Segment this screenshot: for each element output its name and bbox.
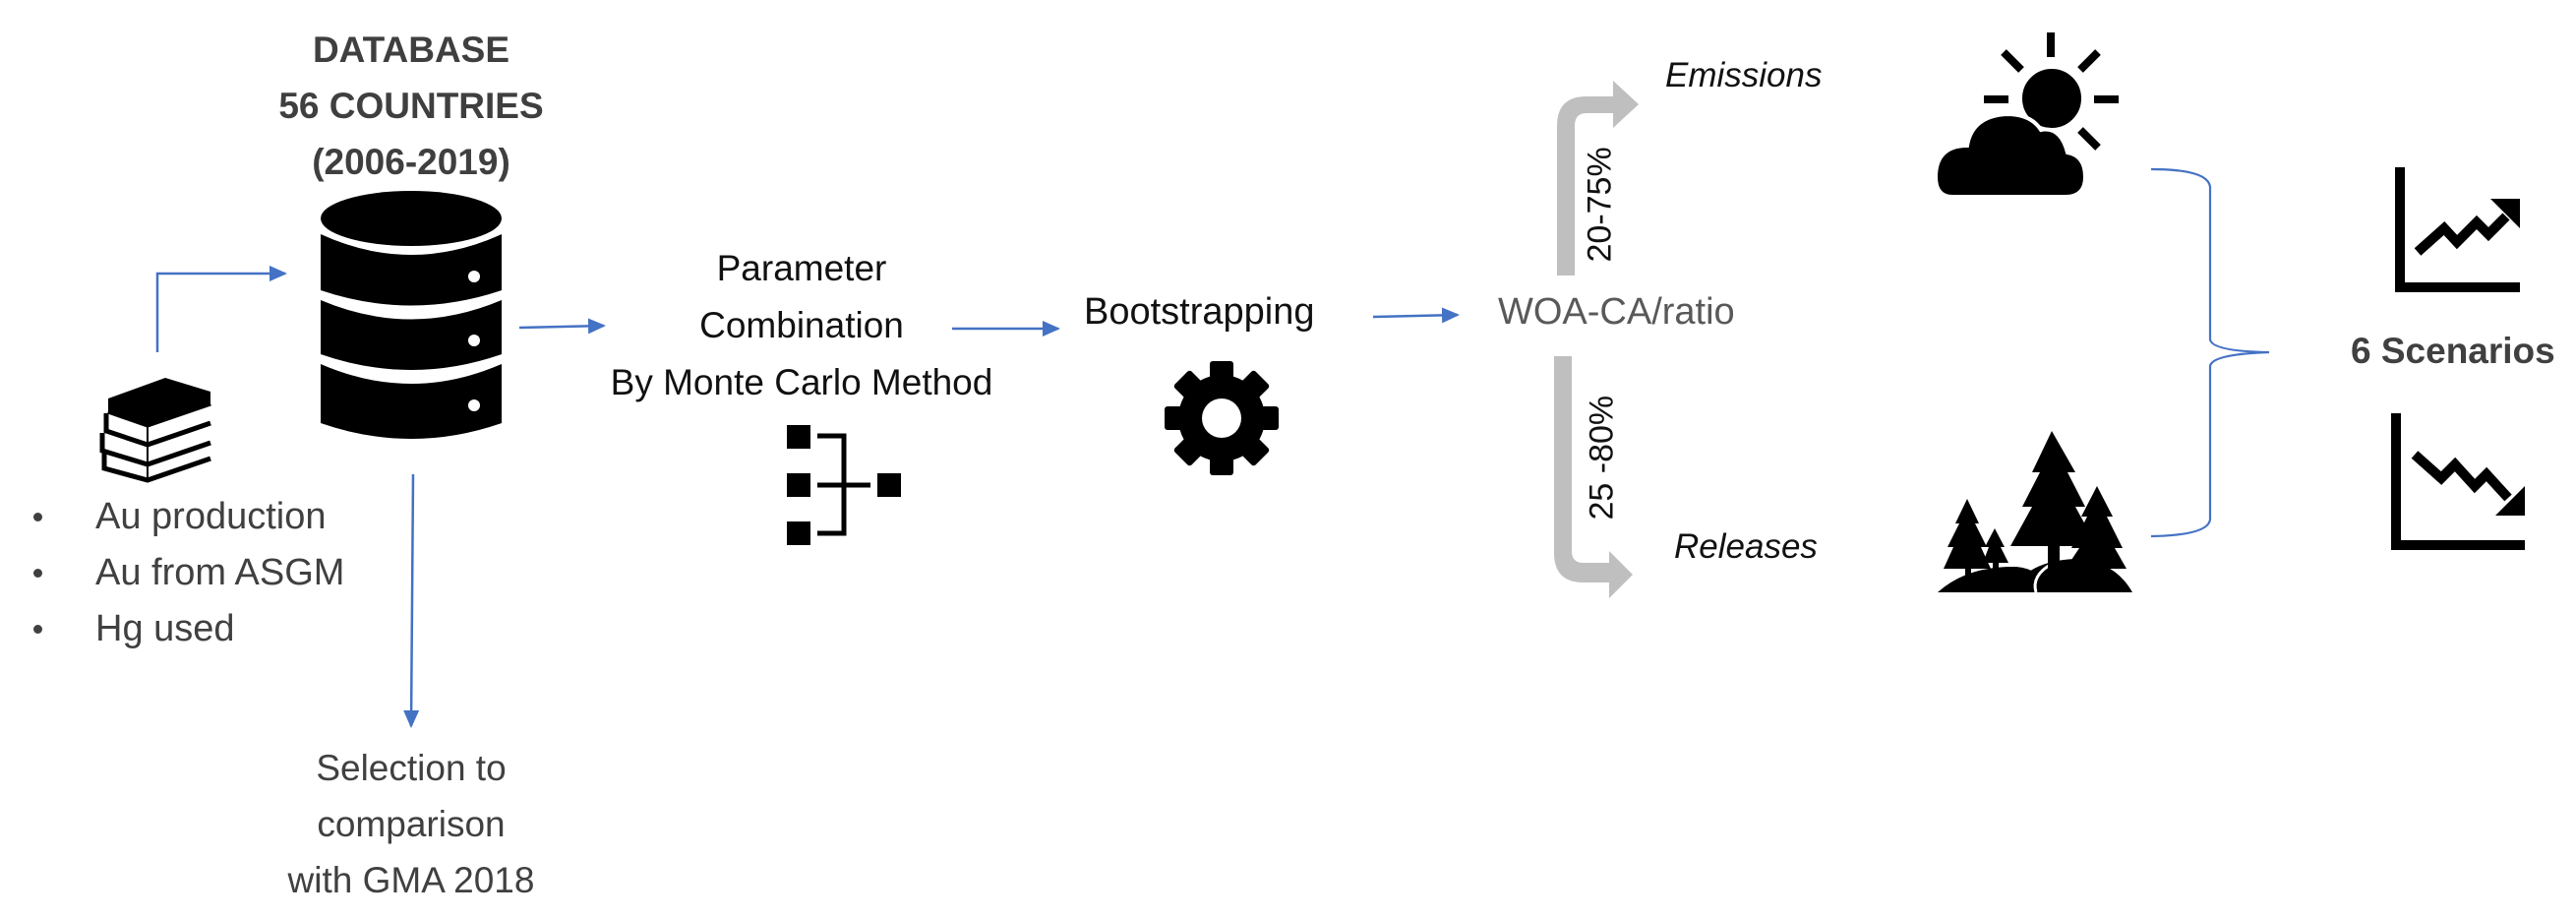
connector-books-to-database (155, 266, 287, 352)
gear-icon (1165, 361, 1279, 475)
database-title-line: (2006-2019) (312, 142, 510, 182)
connector-database-to-parameter (518, 318, 606, 335)
releases-range-label: 25 -80% (1583, 395, 1621, 521)
scenarios-brace (2150, 167, 2270, 538)
database-title-line: 56 COUNTRIES (278, 86, 544, 126)
trend-up-chart-icon (2395, 167, 2520, 292)
connector-database-to-selection (403, 473, 420, 728)
bullet-icon (33, 513, 42, 521)
list-item-label: Hg used (95, 608, 235, 649)
database-icon (321, 191, 502, 439)
emissions-range-label: 20-75% (1581, 147, 1619, 263)
forest-icon (1938, 431, 2132, 593)
connector-bootstrapping-to-ratio (1372, 307, 1460, 324)
parameter-line: By Monte Carlo Method (610, 362, 993, 402)
selection-label: Selection to comparison with GMA 2018 (288, 740, 535, 908)
selection-line: comparison (317, 804, 506, 844)
ratio-label: WOA-CA/ratio (1498, 291, 1735, 333)
list-item: Hg used (30, 601, 344, 657)
source-list: Au production Au from ASGM Hg used (30, 489, 344, 657)
split-arrow-releases (1554, 356, 1633, 598)
bullet-icon (33, 625, 42, 634)
list-item-label: Au from ASGM (95, 552, 345, 593)
scenarios-label: 6 Scenarios (2351, 331, 2555, 371)
books-icon (99, 378, 211, 483)
split-arrow-emissions (1557, 81, 1639, 276)
sun-cloud-icon (1933, 32, 2119, 199)
trend-down-chart-icon (2391, 413, 2525, 550)
bootstrapping-label: Bootstrapping (1084, 291, 1315, 333)
releases-label: Releases (1674, 527, 1818, 566)
list-item: Au from ASGM (30, 545, 344, 601)
list-item-label: Au production (95, 496, 327, 537)
emissions-label: Emissions (1665, 56, 1823, 94)
hierarchy-icon (787, 425, 901, 545)
database-title-line: DATABASE (312, 30, 510, 70)
selection-line: Selection to (316, 748, 507, 788)
parameter-combination-label: Parameter Combination By Monte Carlo Met… (611, 240, 993, 411)
database-title: DATABASE 56 COUNTRIES (2006-2019) (278, 22, 543, 190)
list-item: Au production (30, 489, 344, 545)
parameter-line: Parameter (716, 248, 887, 288)
bullet-icon (33, 569, 42, 578)
parameter-line: Combination (699, 305, 904, 345)
selection-line: with GMA 2018 (287, 860, 535, 900)
